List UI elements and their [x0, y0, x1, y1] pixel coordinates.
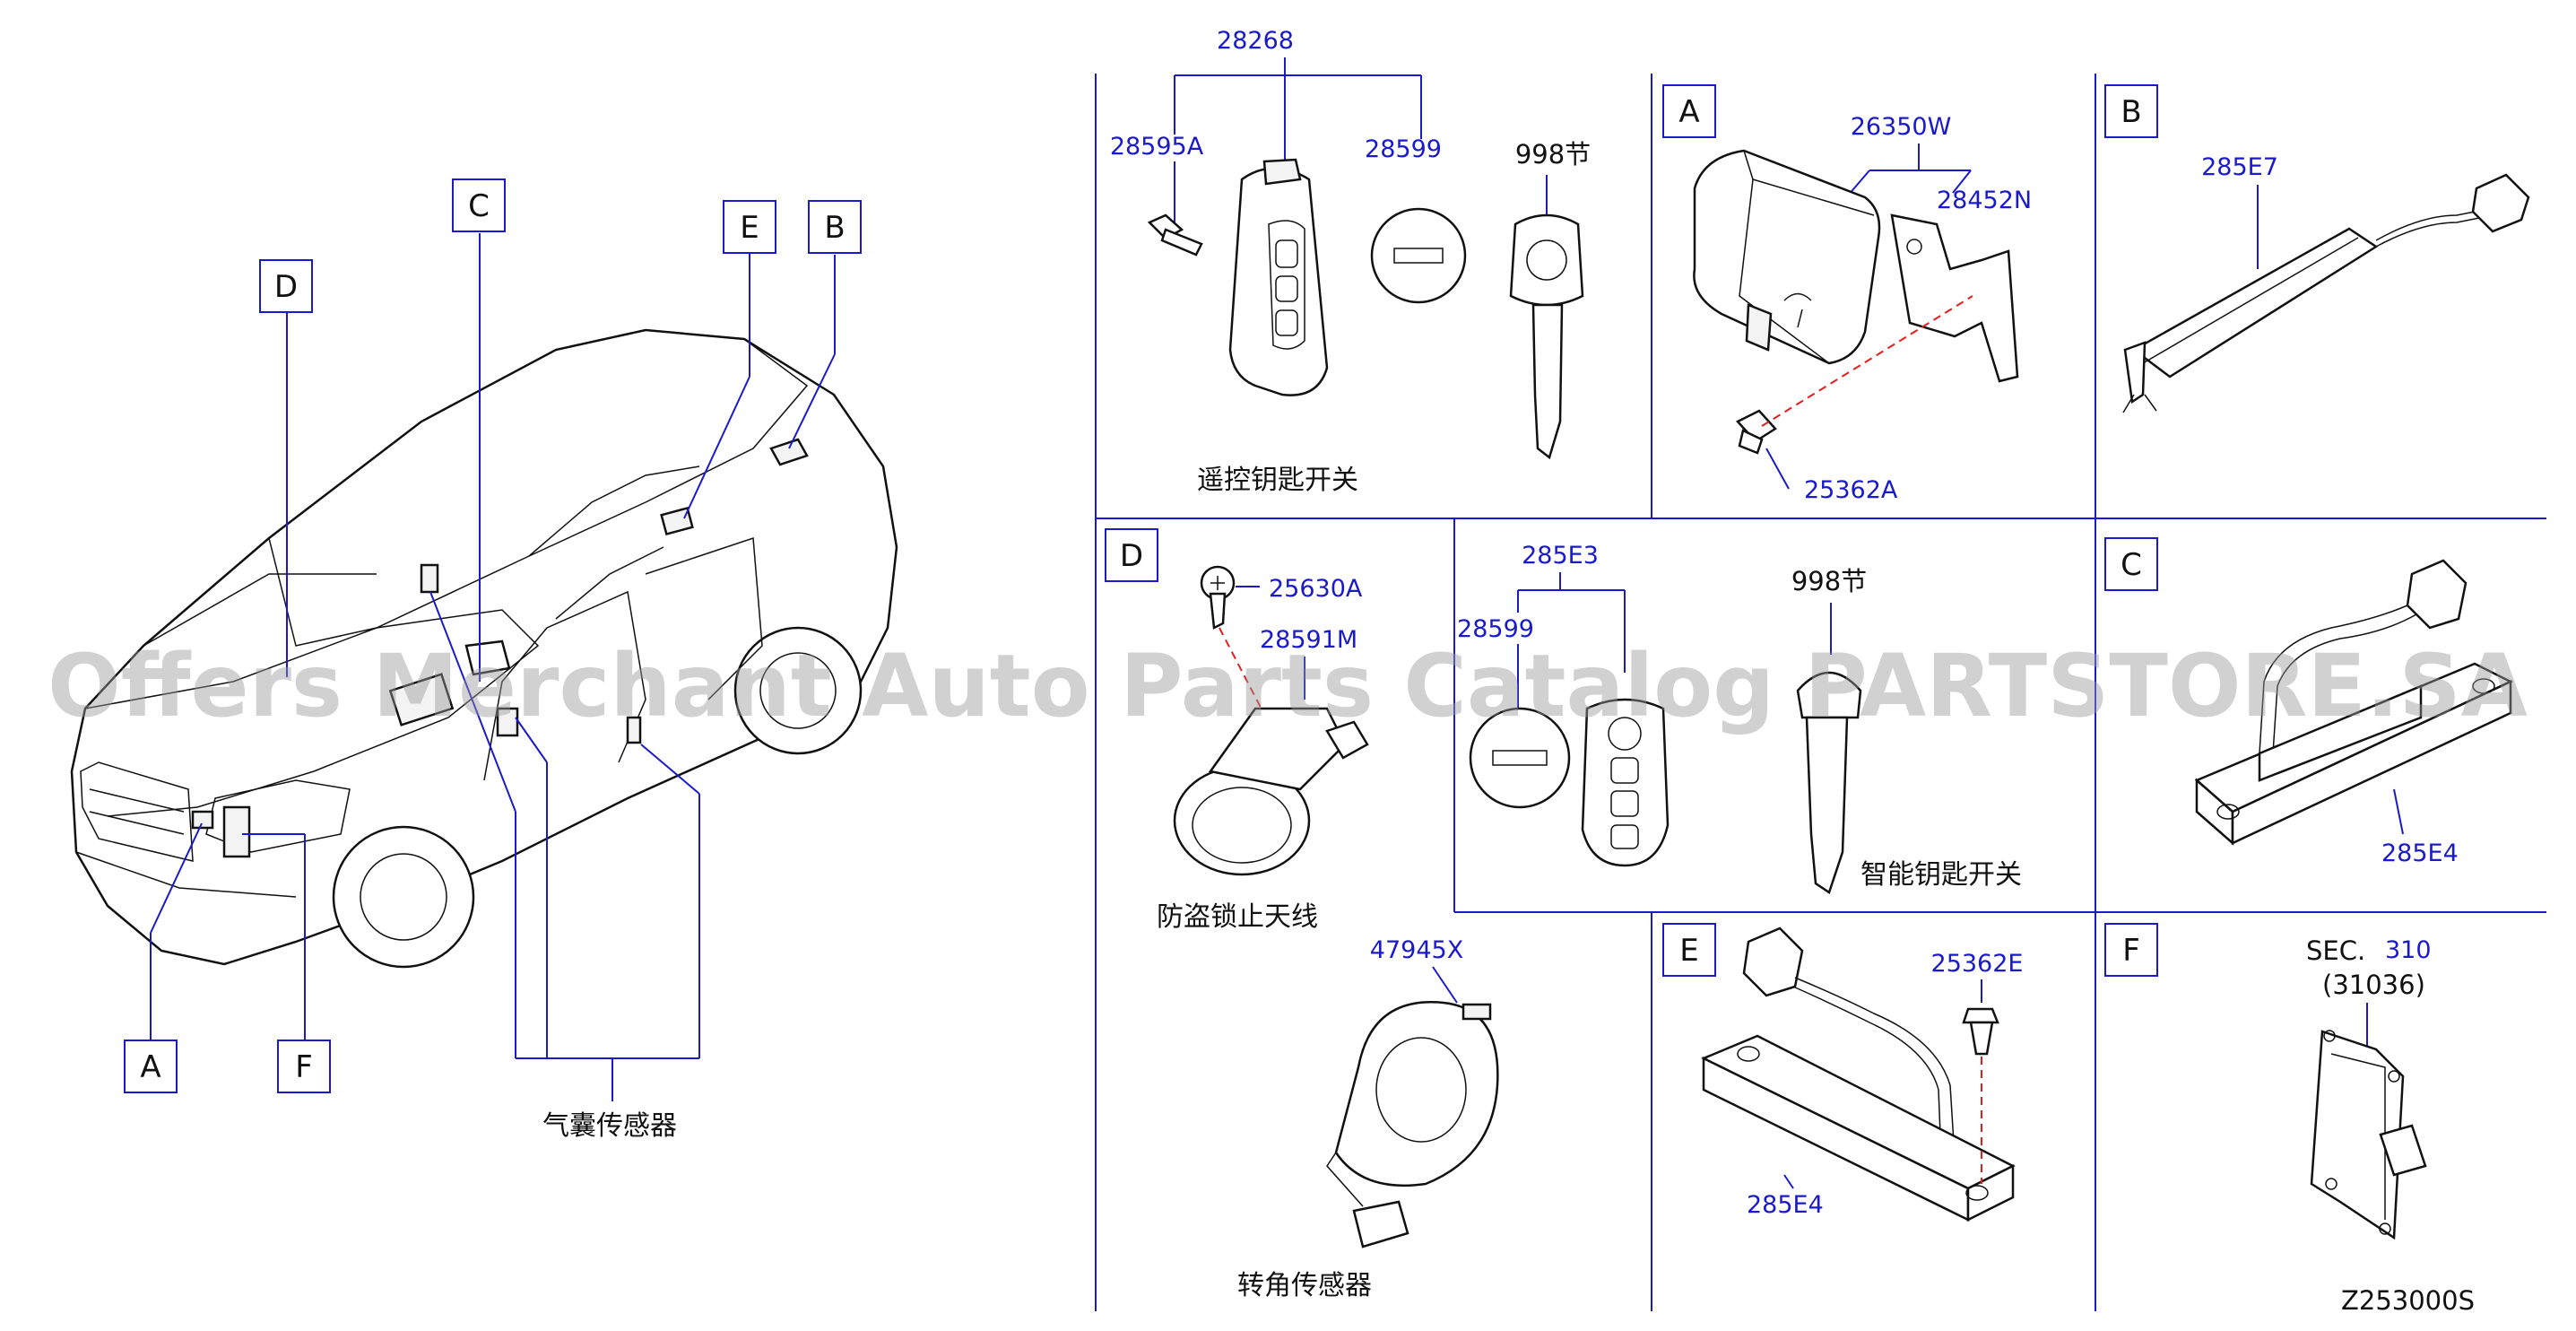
watermark-text: Offers Merchant Auto Parts Catalog PARTS…: [48, 636, 2528, 736]
diagram-code: Z253000S: [2341, 1285, 2475, 1316]
sub-ref-31036: (31036): [2322, 970, 2425, 1000]
svg-text:A: A: [140, 1049, 160, 1085]
label-box-e: E: [723, 200, 776, 254]
part-25630A[interactable]: 25630A: [1269, 575, 1363, 603]
steering-angle-caption: 转角传感器: [1237, 1270, 1372, 1301]
svg-text:B: B: [824, 210, 845, 246]
section-f: F SEC. 310 (31036): [2104, 923, 2432, 1240]
part-285E4-c[interactable]: 285E4: [2381, 839, 2459, 867]
label-box-f: F: [277, 1040, 331, 1093]
smart-key-caption: 智能钥匙开关: [1860, 859, 2022, 891]
airbag-sensor-caption: 气囊传感器: [542, 1110, 677, 1142]
part-26350W[interactable]: 26350W: [1851, 113, 1952, 141]
label-box-c: C: [452, 178, 506, 232]
sec-310-link[interactable]: 310: [2385, 936, 2432, 964]
svg-text:D: D: [274, 269, 298, 305]
svg-text:F: F: [295, 1049, 313, 1085]
sec-prefix: SEC.: [2306, 935, 2365, 966]
section-e: E 25362E 285E4: [1662, 923, 2024, 1222]
key-blank-998-smart[interactable]: 998节: [1791, 566, 1867, 596]
part-28599-remote[interactable]: 28599: [1365, 135, 1442, 163]
part-285E4-e[interactable]: 285E4: [1747, 1191, 1824, 1219]
part-47945X[interactable]: 47945X: [1370, 936, 1463, 964]
part-28595A[interactable]: 28595A: [1110, 133, 1204, 161]
label-box-d: D: [259, 259, 313, 313]
section-c: C 285E4: [2104, 537, 2513, 867]
part-28599-smart[interactable]: 28599: [1457, 615, 1534, 643]
section-d: D 25630A 28591M 防盗锁止天线 47945X 转角传感器: [1105, 528, 1499, 1301]
svg-text:B: B: [2121, 94, 2141, 130]
part-25362E[interactable]: 25362E: [1931, 950, 2024, 978]
immobilizer-antenna-caption: 防盗锁止天线: [1157, 901, 1318, 933]
grid-frame: [1095, 74, 2546, 1311]
svg-text:E: E: [740, 210, 759, 246]
part-25362A[interactable]: 25362A: [1804, 476, 1898, 504]
part-28268[interactable]: 28268: [1217, 27, 1294, 55]
section-a: A 26350W 28452N 25362A: [1662, 84, 2032, 504]
part-285E7[interactable]: 285E7: [2201, 153, 2278, 181]
key-blank-998-remote[interactable]: 998节: [1515, 139, 1591, 170]
label-box-b: B: [808, 200, 862, 254]
vehicle-overview: [70, 328, 898, 969]
part-28591M[interactable]: 28591M: [1260, 626, 1357, 654]
svg-text:A: A: [1678, 94, 1699, 130]
label-box-a: A: [124, 1040, 178, 1093]
svg-text:E: E: [1679, 933, 1698, 969]
part-285E3[interactable]: 285E3: [1522, 542, 1599, 570]
part-28452N[interactable]: 28452N: [1937, 187, 2032, 214]
smart-key-section: 285E3 28599 998节 智能钥匙开关: [1457, 542, 2022, 894]
remote-key-caption: 遥控钥匙开关: [1197, 465, 1358, 496]
overview-leaders: [150, 233, 836, 1101]
section-b: B 285E7: [2104, 84, 2530, 413]
svg-text:F: F: [2122, 933, 2140, 969]
svg-text:C: C: [468, 188, 490, 224]
remote-key-section: 28268 28595A 28599 998节 遥控钥匙开关: [1110, 27, 1591, 496]
svg-text:D: D: [1120, 538, 1143, 574]
svg-text:C: C: [2121, 547, 2142, 583]
